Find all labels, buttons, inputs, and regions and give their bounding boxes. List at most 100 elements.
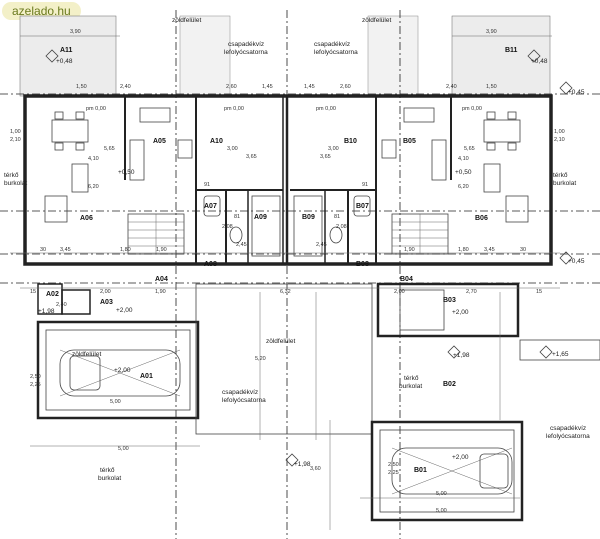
dim-b07-208: 2,08 <box>336 224 347 230</box>
room-a01: A01 <box>140 373 153 380</box>
label-gutter-mid-1: csapadékvíz <box>222 389 258 396</box>
dim-a06-width: 3,45 <box>60 247 71 253</box>
label-paving-bottom-1: térkő <box>100 467 115 474</box>
dim-b09-height: 2,45 <box>316 242 327 248</box>
terrace-right <box>367 15 551 97</box>
level-a-entrance: +1,98 <box>38 308 55 315</box>
label-gutter-bottom-right-2: lefolyócsatorna <box>546 433 590 440</box>
dim-a09-height: 2,45 <box>236 242 247 248</box>
entrance-right <box>376 282 520 338</box>
dim-a10-260: 2,60 <box>226 84 237 90</box>
dim-b10-145: 1,45 <box>304 84 315 90</box>
label-floor-zero-a: pm 0,00 <box>86 106 106 112</box>
dim-b-15: 15 <box>536 289 542 295</box>
dim-b01-height: 3,60 <box>310 466 321 472</box>
level-right-mid: +0,45 <box>568 258 585 265</box>
label-floor-zero-c: pm 0,00 <box>316 106 336 112</box>
dim-b-100: 1,00 <box>554 129 565 135</box>
dim-top-right: 3,90 <box>486 29 497 35</box>
label-gutter-bottom-right-1: csapadékvíz <box>550 425 586 432</box>
building-walls <box>23 94 553 266</box>
dim-b10-260: 2,60 <box>340 84 351 90</box>
room-b10: B10 <box>344 138 357 145</box>
level-b11: +0,48 <box>531 58 548 65</box>
dim-stairs-a: 1,90 <box>156 247 167 253</box>
dim-b10-width: 3,00 <box>328 146 339 152</box>
watermark-logo: azelado.hu <box>2 2 81 20</box>
dim-b-270: 2,70 <box>466 289 477 295</box>
dim-a05-height: 5,65 <box>104 146 115 152</box>
level-b-living: +0,50 <box>455 169 472 176</box>
room-a02: A02 <box>46 291 59 298</box>
dim-a01-225: 2,25 <box>30 382 41 388</box>
label-paving-center-1: térkő <box>404 375 419 382</box>
level-b-entrance: +1,98 <box>453 352 470 359</box>
level-b03: +2,00 <box>452 309 469 316</box>
level-a03: +2,00 <box>116 307 133 314</box>
room-a11: A11 <box>60 47 73 54</box>
dim-stairs-b: 1,90 <box>404 247 415 253</box>
label-paving-right-1: térkő <box>553 172 568 179</box>
dim-bottom-left-500: 5,00 <box>118 446 129 452</box>
terrace-left <box>19 15 231 97</box>
dim-a07-91: 91 <box>204 182 210 188</box>
room-b05: B05 <box>403 138 416 145</box>
dim-a09-81: 81 <box>234 214 240 220</box>
room-b06: B06 <box>475 215 488 222</box>
level-center-bottom: +1,98 <box>294 461 311 468</box>
label-gutter-mid-2: lefolyócsatorna <box>222 397 266 404</box>
level-right-top: +0,45 <box>568 89 585 96</box>
label-paving-bottom-2: burkolat <box>98 475 121 482</box>
dim-a-15: 15 <box>30 289 36 295</box>
level-markers <box>45 49 573 467</box>
room-b02: B02 <box>443 381 456 388</box>
axis-lines <box>0 10 600 539</box>
dim-a02-240: 2,40 <box>56 302 67 308</box>
label-green-area-a01: zöldfelület <box>72 351 101 358</box>
dim-b07-91: 91 <box>362 182 368 188</box>
dim-a06-620: 6,20 <box>88 184 99 190</box>
label-floor-zero-d: pm 0,00 <box>462 106 482 112</box>
room-b04: B04 <box>400 276 413 283</box>
dim-b01-250: 2,50 <box>388 462 399 468</box>
room-a04: A04 <box>155 276 168 283</box>
room-a03: A03 <box>100 299 113 306</box>
dimension-lines <box>10 35 560 530</box>
label-paving-left-1: térkő <box>4 172 19 179</box>
dim-b01-225: 2,25 <box>388 470 399 476</box>
label-green-area-top-right: zöldfelület <box>362 17 391 24</box>
room-b01: B01 <box>414 467 427 474</box>
level-b-right: +1,65 <box>552 351 569 358</box>
dim-a10-height: 3,65 <box>246 154 257 160</box>
room-b07: B07 <box>356 203 369 210</box>
dim-b01-bottom: 5,00 <box>436 508 447 514</box>
label-gutter-top-right-1: csapadékvíz <box>314 41 350 48</box>
label-floor-zero-b: pm 0,00 <box>224 106 244 112</box>
room-b08: B08 <box>356 261 369 268</box>
level-a11: +0,48 <box>56 58 73 65</box>
room-a10: A10 <box>210 138 223 145</box>
dim-a07-208: 2,08 <box>222 224 233 230</box>
dim-b-210: 2,10 <box>554 137 565 143</box>
dim-a-190: 1,90 <box>155 289 166 295</box>
label-paving-right-2: burkolat <box>553 180 576 187</box>
dim-b05-height: 5,65 <box>464 146 475 152</box>
dim-a-210: 2,10 <box>10 137 21 143</box>
garage-b01 <box>370 420 524 522</box>
level-b01: +2,00 <box>452 454 469 461</box>
level-a01: +2,00 <box>114 367 131 374</box>
label-paving-left-2: burkolat <box>4 180 27 187</box>
entrance-left <box>36 283 200 420</box>
dim-a05-410: 4,10 <box>88 156 99 162</box>
level-a-living: +0,50 <box>118 169 135 176</box>
dim-a-180: 1,80 <box>120 247 131 253</box>
dim-b-30: 30 <box>520 247 526 253</box>
dim-a10-width: 3,00 <box>227 146 238 152</box>
label-gutter-top-right-2: lefolyócsatorna <box>314 49 358 56</box>
paving-right <box>519 339 600 361</box>
label-gutter-top-left-2: lefolyócsatorna <box>224 49 268 56</box>
garden-outline <box>195 283 373 435</box>
room-a06: A06 <box>80 215 93 222</box>
dim-a-30: 30 <box>40 247 46 253</box>
